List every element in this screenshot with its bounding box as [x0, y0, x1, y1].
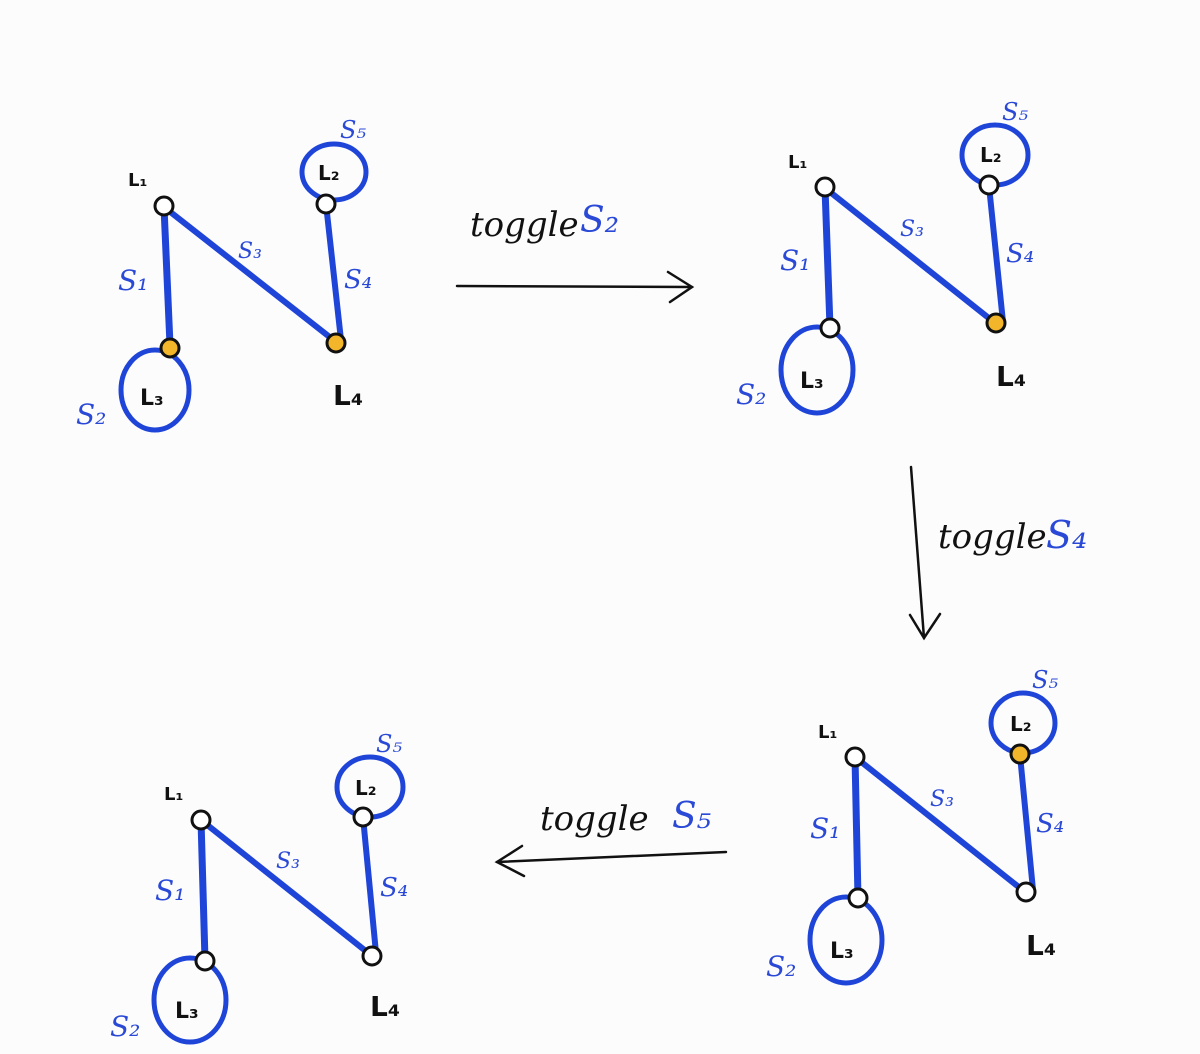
port-l2	[978, 174, 1000, 196]
arrow-3-shaft	[495, 850, 728, 864]
panel-top-left: L₁ L₂ L₃ L₄ S₁ S₃ S₄ S₂ S₅	[76, 116, 372, 433]
node-label-l4: L₄	[333, 379, 363, 412]
toggle-word-1: toggle	[470, 205, 579, 245]
switch-label-s5: S₅	[376, 730, 402, 758]
node-label-l2: L₂	[980, 143, 1002, 167]
transition-arrow-3: toggle S₅	[494, 796, 728, 878]
port-l1	[844, 746, 866, 768]
node-label-l1: L₁	[788, 152, 807, 173]
ring-s2	[118, 347, 192, 433]
edge-s1	[821, 184, 834, 331]
panel-top-right: L₁ L₂ L₃ L₄ S₁ S₃ S₄ S₂ S₅	[736, 98, 1034, 416]
node-label-l4: L₄	[370, 990, 400, 1023]
transition-arrow-1: toggle S₂	[455, 200, 695, 304]
arrow-2-shaft	[909, 465, 926, 640]
node-label-l4: L₄	[996, 360, 1026, 393]
node-label-l1: L₁	[128, 170, 147, 191]
arrow-1-head	[666, 270, 695, 304]
port-s1-bottom	[847, 887, 869, 909]
switch-label-s2: S₂	[766, 950, 796, 983]
port-s3-right	[325, 332, 347, 354]
port-s1-bottom	[194, 950, 216, 972]
ring-s2	[151, 955, 229, 1045]
arrow-2-head	[908, 612, 942, 641]
edge-s4	[323, 201, 344, 343]
node-label-l2: L₂	[355, 776, 377, 800]
port-s3-right	[361, 945, 383, 967]
edge-s4	[1017, 752, 1036, 893]
node-label-l2: L₂	[1010, 712, 1032, 736]
arrow-3-head	[494, 844, 526, 878]
edge-s4	[360, 814, 379, 956]
node-label-l3: L₃	[175, 999, 199, 1024]
switch-label-s1: S₁	[780, 244, 810, 277]
switch-label-s3: S₃	[900, 217, 924, 242]
switch-label-s4: S₄	[1036, 809, 1064, 839]
ring-s2	[807, 894, 885, 986]
switch-label-s1: S₁	[810, 812, 840, 845]
edge-s3	[198, 817, 375, 959]
switch-label-s5: S₅	[1002, 98, 1028, 126]
switch-label-s5: S₅	[340, 116, 366, 144]
transition-arrow-2: toggle S₄	[908, 465, 1087, 641]
port-s1-bottom	[159, 337, 181, 359]
toggle-switch-2: S₄	[1046, 513, 1087, 557]
port-s4-top	[1009, 743, 1031, 765]
edge-s4	[986, 183, 1006, 325]
node-label-l1: L₁	[164, 784, 183, 805]
node-label-l4: L₄	[1026, 929, 1056, 962]
switch-label-s4: S₄	[380, 873, 408, 903]
switch-label-s1: S₁	[118, 264, 148, 297]
switch-label-s1: S₁	[155, 874, 185, 907]
switch-label-s3: S₃	[238, 239, 262, 264]
edge-s3	[852, 754, 1028, 895]
node-label-l3: L₃	[140, 386, 164, 411]
switch-label-s3: S₃	[276, 849, 300, 874]
switch-label-s4: S₄	[1006, 239, 1034, 269]
port-s1-bottom	[819, 317, 841, 339]
switch-label-s2: S₂	[76, 398, 106, 431]
toggle-switch-1: S₂	[580, 200, 619, 241]
toggle-word-2: toggle	[938, 517, 1047, 557]
node-label-l2: L₂	[318, 161, 340, 185]
toggle-word-3: toggle	[540, 799, 649, 839]
edge-s1	[197, 816, 209, 964]
switch-label-s2: S₂	[110, 1010, 140, 1043]
port-s3-right	[1015, 881, 1037, 903]
switch-label-s5: S₅	[1032, 666, 1058, 694]
arrow-1-shaft	[455, 284, 694, 289]
switch-label-s4: S₄	[344, 265, 372, 295]
node-label-l3: L₃	[830, 939, 854, 964]
port-l1	[190, 809, 212, 831]
edge-s1	[851, 753, 862, 902]
switch-label-s3: S₃	[930, 787, 954, 812]
port-l2	[352, 806, 374, 828]
edge-s3	[161, 204, 339, 345]
port-s3-right	[985, 312, 1007, 334]
switch-label-s2: S₂	[736, 378, 766, 411]
node-label-l1: L₁	[818, 722, 837, 743]
edge-s3	[822, 185, 998, 326]
ring-s2	[778, 324, 856, 416]
panel-bottom-right: L₁ L₂ L₃ L₄ S₁ S₃ S₄ S₂ S₅	[766, 666, 1064, 986]
port-l1	[153, 195, 175, 217]
toggle-switch-3: S₅	[672, 796, 711, 837]
node-label-l3: L₃	[800, 369, 824, 394]
port-l1	[814, 176, 836, 198]
edge-s1	[160, 203, 174, 349]
panel-bottom-left: L₁ L₂ L₃ L₄ S₁ S₃ S₄ S₂ S₅	[110, 730, 408, 1045]
port-l2	[315, 193, 337, 215]
